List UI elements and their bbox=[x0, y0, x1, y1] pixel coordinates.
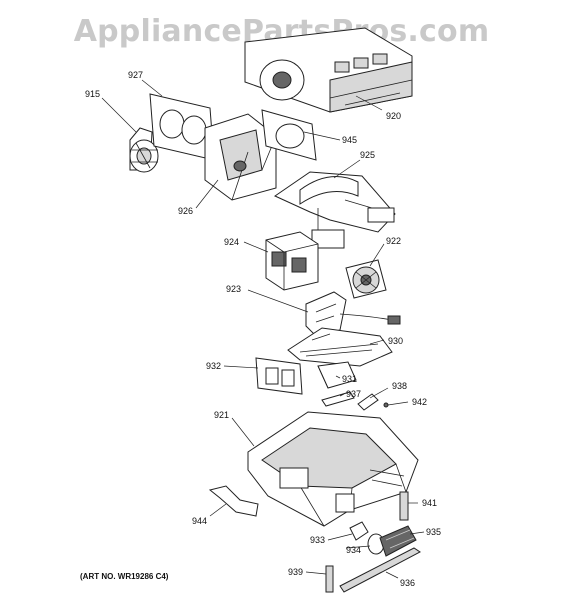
callout-933: 933 bbox=[310, 535, 325, 545]
part-921-housing[interactable] bbox=[247, 411, 419, 527]
leader-lines bbox=[101, 79, 425, 579]
callout-932: 932 bbox=[206, 361, 221, 371]
part-933-socket[interactable] bbox=[349, 521, 369, 541]
part-935-grille[interactable] bbox=[379, 525, 417, 557]
part-939-rod[interactable] bbox=[325, 565, 334, 593]
callout-920: 920 bbox=[386, 111, 401, 121]
callout-944: 944 bbox=[192, 516, 207, 526]
callout-915: 915 bbox=[85, 89, 100, 99]
part-924-damper[interactable] bbox=[265, 231, 319, 291]
part-926-duct[interactable] bbox=[204, 113, 277, 201]
part-930-heater[interactable] bbox=[287, 327, 393, 367]
part-942-screw[interactable] bbox=[383, 402, 389, 408]
callout-931: 931 bbox=[342, 374, 357, 384]
callout-930: 930 bbox=[388, 336, 403, 346]
callout-937: 937 bbox=[346, 389, 361, 399]
part-938-sensor[interactable] bbox=[357, 393, 379, 411]
part-927-gasket[interactable] bbox=[149, 93, 215, 161]
callout-934: 934 bbox=[346, 545, 361, 555]
part-920-housing[interactable] bbox=[244, 27, 413, 113]
callout-921: 921 bbox=[214, 410, 229, 420]
callout-923: 923 bbox=[226, 284, 241, 294]
callout-936: 936 bbox=[400, 578, 415, 588]
callout-938: 938 bbox=[392, 381, 407, 391]
callout-935: 935 bbox=[426, 527, 441, 537]
art-number: (ART NO. WR19286 C4) bbox=[80, 572, 169, 581]
callout-942: 942 bbox=[412, 397, 427, 407]
part-931-bracket[interactable] bbox=[317, 361, 357, 389]
callout-939: 939 bbox=[288, 567, 303, 577]
part-941-rod[interactable] bbox=[399, 491, 409, 521]
part-944-gasket[interactable] bbox=[208, 485, 259, 517]
callout-925: 925 bbox=[360, 150, 375, 160]
part-937-clip[interactable] bbox=[321, 391, 355, 407]
callout-941: 941 bbox=[422, 498, 437, 508]
callout-922: 922 bbox=[386, 236, 401, 246]
part-936-shroud[interactable] bbox=[339, 547, 421, 593]
part-915-motor[interactable] bbox=[129, 127, 159, 173]
part-922-fan[interactable] bbox=[345, 259, 387, 299]
callout-926: 926 bbox=[178, 206, 193, 216]
callout-labels: 920 915 927 945 925 926 924 922 923 930 … bbox=[85, 70, 441, 588]
part-932-frame[interactable] bbox=[255, 357, 303, 395]
part-925-cover[interactable] bbox=[273, 171, 396, 249]
part-945-gasket[interactable] bbox=[261, 109, 317, 161]
callout-927: 927 bbox=[128, 70, 143, 80]
callout-924: 924 bbox=[224, 237, 239, 247]
callout-945: 945 bbox=[342, 135, 357, 145]
